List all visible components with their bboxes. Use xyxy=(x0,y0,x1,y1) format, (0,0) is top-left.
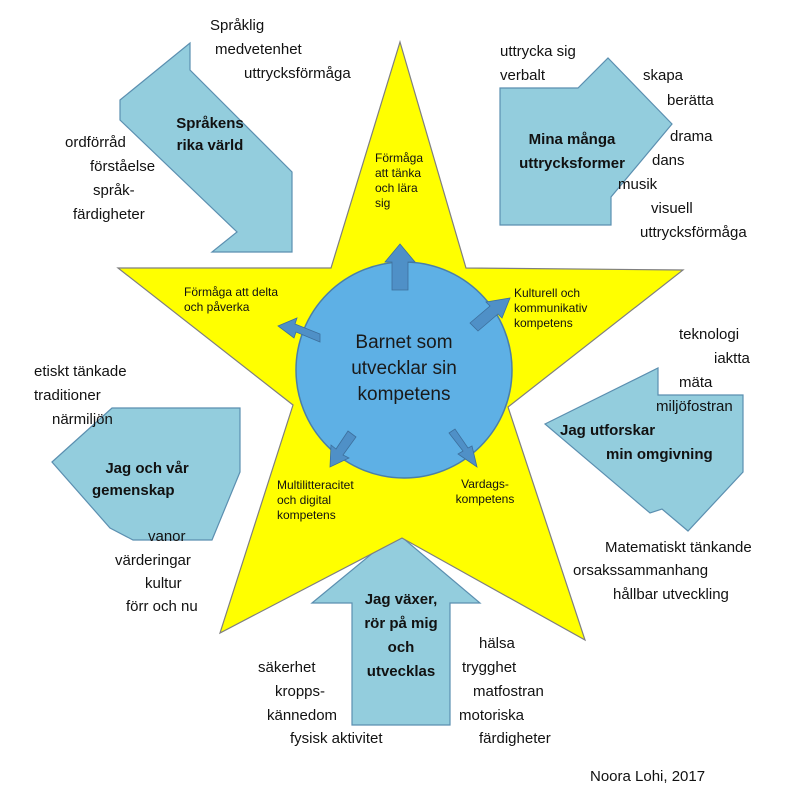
area-utforska-title-line: min omgivning xyxy=(606,446,713,463)
area-uttryck-title: Mina många uttrycksformer xyxy=(510,128,634,176)
word-gemenskap-1: etiskt tänkade xyxy=(34,363,127,380)
area-sprak-title: Språkens rika värld xyxy=(160,113,260,157)
word-sprak-6: språk- xyxy=(93,182,135,199)
competence-left-line: Förmåga att delta xyxy=(184,285,279,299)
word-gemenskap-5: värderingar xyxy=(115,552,191,569)
competence-left-line: och påverka xyxy=(184,300,250,314)
competence-bottom-left-line: Multilitteracitet xyxy=(277,478,354,492)
center-title: Barnet som utvecklar sin kompetens xyxy=(334,330,474,408)
word-uttryck-9: uttrycksförmåga xyxy=(640,224,747,241)
area-vaxer-title: Jag växer, rör på mig och utvecklas xyxy=(352,588,450,684)
word-vaxer-9: färdigheter xyxy=(479,730,551,747)
word-vaxer-4: fysisk aktivitet xyxy=(290,730,383,747)
word-utforska-4: miljöfostran xyxy=(656,398,733,415)
arrow-gemenskap xyxy=(51,407,241,541)
arrow-uttryck xyxy=(499,57,673,226)
competence-top-line: att tänka xyxy=(375,166,422,180)
word-vaxer-2: kropps- xyxy=(275,683,326,700)
competence-right: Kulturell och kommunikativ kompetens xyxy=(514,286,587,331)
word-uttryck-8: visuell xyxy=(651,200,693,217)
competence-bottom-right: Vardags- kompetens xyxy=(450,477,520,507)
center-line-1: Barnet som xyxy=(355,332,453,353)
small-arrow-bottom-right xyxy=(448,428,478,468)
arrow-sprak xyxy=(119,41,293,253)
area-vaxer-title-line: rör på mig xyxy=(364,615,438,632)
area-gemenskap-title: Jag och vår gemenskap xyxy=(92,458,202,502)
area-vaxer-title-line: utvecklas xyxy=(366,663,436,680)
word-sprak-1: Språklig xyxy=(210,17,265,34)
competence-right-line: Kulturell och xyxy=(514,286,581,300)
word-utforska-3: mäta xyxy=(679,374,713,391)
competence-bottom-right-line: kompetens xyxy=(455,492,515,506)
word-uttryck-1: uttrycka sig xyxy=(500,43,576,60)
word-uttryck-4: berätta xyxy=(667,92,714,109)
area-utforska-title-line: Jag utforskar xyxy=(560,422,656,439)
word-uttryck-7: musik xyxy=(618,176,658,193)
word-gemenskap-3: närmiljön xyxy=(52,411,113,428)
word-utforska-2: iaktta xyxy=(714,350,750,367)
small-arrow-left xyxy=(277,317,321,343)
word-sprak-5: förståelse xyxy=(90,158,156,175)
area-sprak-title-line: Språkens xyxy=(176,115,244,132)
word-vaxer-3: kännedom xyxy=(267,707,338,724)
word-vaxer-5: hälsa xyxy=(479,635,515,652)
competence-right-line: kommunikativ xyxy=(514,301,588,315)
word-sprak-2: medvetenhet xyxy=(215,41,302,58)
word-gemenskap-4: vanor xyxy=(148,528,186,545)
word-sprak-4: ordförråd xyxy=(65,134,126,151)
area-sprak-title-line: rika värld xyxy=(176,137,244,154)
word-utforska-7: hållbar utveckling xyxy=(613,586,729,603)
competence-left: Förmåga att delta och påverka xyxy=(184,285,278,315)
competence-bottom-left-line: kompetens xyxy=(277,508,336,522)
word-gemenskap-7: förr och nu xyxy=(126,598,198,615)
word-gemenskap-2: traditioner xyxy=(34,387,101,404)
word-uttryck-2: verbalt xyxy=(500,67,546,84)
word-uttryck-5: drama xyxy=(670,128,713,145)
word-vaxer-1: säkerhet xyxy=(258,659,316,676)
credit-text: Noora Lohi, 2017 xyxy=(590,768,706,785)
arrow-utforska xyxy=(543,367,744,532)
small-arrow-top xyxy=(384,243,416,291)
word-utforska-6: orsakssammanhang xyxy=(573,562,709,579)
word-sprak-3: uttrycksförmåga xyxy=(244,65,351,82)
area-gemenskap-title-line: Jag och vår xyxy=(105,460,189,477)
competence-bottom-left: Multilitteracitet och digital kompetens xyxy=(277,478,354,523)
word-vaxer-8: motoriska xyxy=(459,707,525,724)
competence-bottom-left-line: och digital xyxy=(277,493,332,507)
word-uttryck-6: dans xyxy=(652,152,685,169)
small-arrow-bottom-left xyxy=(329,430,357,468)
word-uttryck-3: skapa xyxy=(643,67,684,84)
center-line-3: kompetens xyxy=(357,384,451,405)
small-arrow-right xyxy=(469,297,511,332)
competence-top-line: Förmåga xyxy=(375,151,424,165)
area-vaxer-title-line: och xyxy=(387,639,415,656)
word-vaxer-6: trygghet xyxy=(462,659,517,676)
area-gemenskap-title-line: gemenskap xyxy=(92,482,175,499)
word-gemenskap-6: kultur xyxy=(145,575,182,592)
area-vaxer-title-line: Jag växer, xyxy=(364,591,438,608)
competence-top-line: sig xyxy=(375,196,391,210)
competence-top-line: och lära xyxy=(375,181,418,195)
area-uttryck-title-line: Mina många xyxy=(528,131,616,148)
competence-bottom-right-line: Vardags- xyxy=(461,477,509,491)
word-utforska-5: Matematiskt tänkande xyxy=(605,539,752,556)
area-utforska-title: Jag utforskar min omgivning xyxy=(560,419,713,467)
competence-right-line: kompetens xyxy=(514,316,573,330)
word-vaxer-7: matfostran xyxy=(473,683,544,700)
center-line-2: utvecklar sin xyxy=(351,358,457,379)
area-uttryck-title-line: uttrycksformer xyxy=(519,155,625,172)
word-utforska-1: teknologi xyxy=(679,326,740,343)
word-sprak-7: färdigheter xyxy=(73,206,145,223)
arrow-vaxer xyxy=(310,532,482,726)
competence-top: Förmåga att tänka och lära sig xyxy=(375,151,423,211)
